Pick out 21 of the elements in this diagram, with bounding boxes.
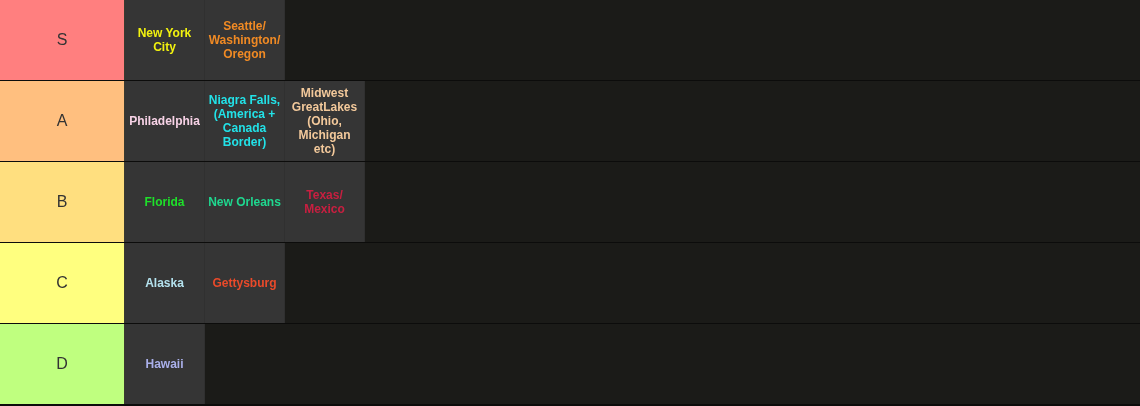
tier-row	[0, 243, 1140, 323]
item-card: Midwest GreatLakes (Ohio, Michigan etc)	[285, 81, 365, 161]
item-card: Texas/ Mexico	[285, 162, 365, 242]
tier-row	[0, 324, 1140, 404]
item-card: Philadelphia	[125, 81, 205, 161]
tier-row	[0, 0, 1140, 80]
item-card: New Orleans	[205, 162, 285, 242]
item-card: Niagra Falls, (America + Canada Border)	[205, 81, 285, 161]
item-card: New York City	[125, 0, 205, 80]
tier-label: S	[0, 0, 125, 80]
tier-label: C	[0, 243, 125, 323]
item-card: Seattle/ Washington/ Oregon	[205, 0, 285, 80]
tier-row	[0, 162, 1140, 242]
tier-label: A	[0, 81, 125, 161]
tier-label: D	[0, 324, 125, 404]
item-card: Alaska	[125, 243, 205, 323]
item-card: Florida	[125, 162, 205, 242]
item-card: Hawaii	[125, 324, 205, 404]
tier-row	[0, 81, 1140, 161]
item-card: Gettysburg	[205, 243, 285, 323]
tier-label: B	[0, 162, 125, 242]
